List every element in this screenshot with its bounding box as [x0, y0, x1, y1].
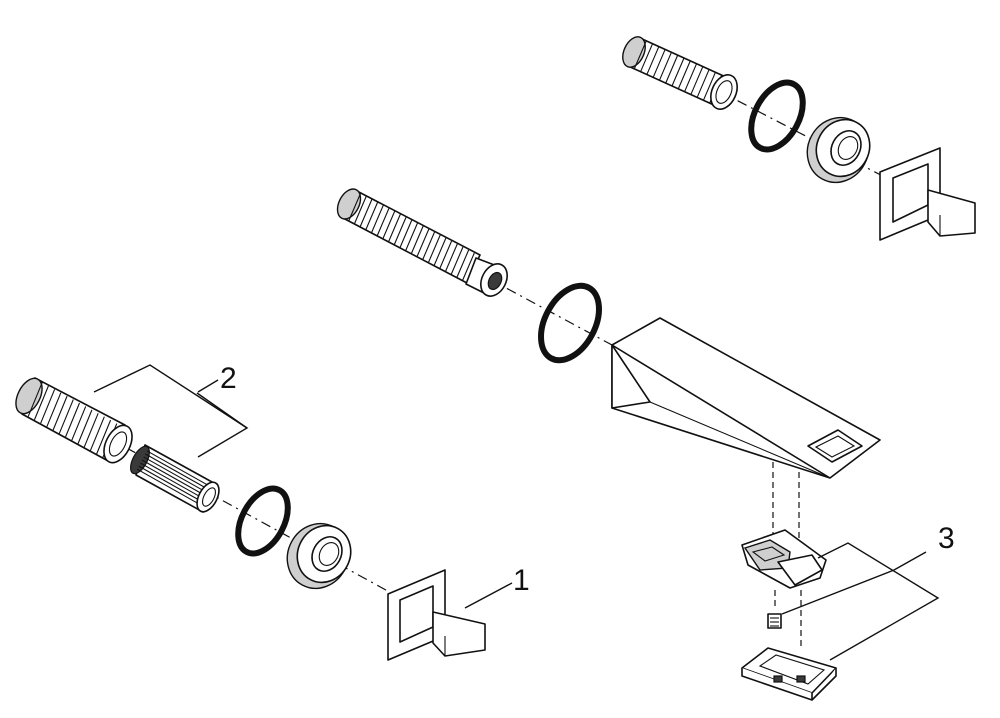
rib-line	[46, 392, 62, 427]
rib-line	[652, 49, 666, 78]
top-o-ring	[748, 79, 806, 153]
rib-line	[89, 416, 105, 451]
callout-3-leader	[817, 542, 940, 661]
spout-cover-plate	[741, 647, 837, 701]
rib-line	[370, 204, 384, 234]
left-valve-assembly	[15, 377, 486, 661]
rib-line	[404, 222, 419, 252]
flute-line	[140, 462, 205, 500]
rib-line	[671, 57, 685, 87]
rib-line	[359, 198, 373, 228]
left-o-ring	[235, 485, 291, 557]
left-extension-tube	[130, 444, 220, 513]
top-extension-sleeve	[622, 36, 738, 110]
left-handle	[387, 569, 486, 661]
rib-line	[96, 419, 112, 455]
top-flange	[806, 116, 871, 184]
spout-clip	[741, 529, 827, 589]
rib-line	[33, 385, 49, 421]
rib-line	[439, 240, 453, 270]
rib-line	[690, 66, 704, 95]
rib-line	[365, 201, 379, 231]
rib-line	[382, 210, 396, 240]
flute-line	[136, 468, 202, 506]
rib-line	[456, 249, 470, 279]
spout-screw	[767, 613, 782, 629]
center-o-ring	[538, 282, 602, 364]
rib-line	[684, 63, 698, 92]
rib-line	[393, 216, 407, 246]
rib-line	[77, 409, 93, 445]
rib-line	[433, 237, 447, 267]
flute-line	[138, 465, 204, 503]
rib-line	[677, 60, 691, 90]
flute-line	[146, 450, 212, 488]
rib-line	[640, 43, 654, 72]
rib-line	[399, 219, 413, 249]
flute-line	[144, 453, 210, 491]
rib-line	[348, 192, 362, 222]
rib-line	[427, 234, 441, 264]
left-flange	[286, 522, 352, 590]
rib-line	[52, 395, 68, 431]
rib-line	[387, 213, 401, 243]
rib-line	[702, 72, 716, 101]
callout-2-leader	[93, 364, 249, 458]
rib-line	[633, 40, 647, 70]
rib-line	[83, 413, 99, 448]
rib-line	[646, 46, 660, 75]
rib-line	[71, 406, 87, 441]
callout-1-leader	[464, 582, 513, 609]
flute-line	[141, 459, 207, 497]
center-extension-sleeve	[336, 188, 508, 297]
flute-line	[143, 456, 208, 494]
rib-line	[416, 228, 430, 258]
left-extension-sleeve	[15, 377, 133, 464]
rib-line	[422, 231, 436, 261]
rib-line	[665, 54, 679, 84]
rib-line	[410, 225, 424, 255]
callout-number-1: 1	[513, 564, 530, 597]
rib-line	[40, 389, 56, 424]
rib-line	[27, 382, 43, 417]
spout-body	[611, 317, 881, 479]
rib-line	[376, 207, 390, 237]
center-spout-assembly	[336, 188, 881, 701]
rib-line	[58, 399, 74, 434]
callout-leaders	[93, 364, 940, 661]
rib-line	[696, 69, 710, 98]
rib-line	[64, 402, 81, 438]
callout-number-3: 3	[938, 522, 955, 555]
top-handle	[879, 147, 976, 241]
top-right-valve-assembly	[622, 36, 976, 241]
rib-line	[461, 252, 475, 282]
rib-line	[450, 246, 464, 276]
callout-number-2: 2	[220, 362, 237, 395]
rib-line	[658, 52, 672, 81]
rib-line	[353, 195, 367, 225]
rib-line	[444, 243, 458, 273]
